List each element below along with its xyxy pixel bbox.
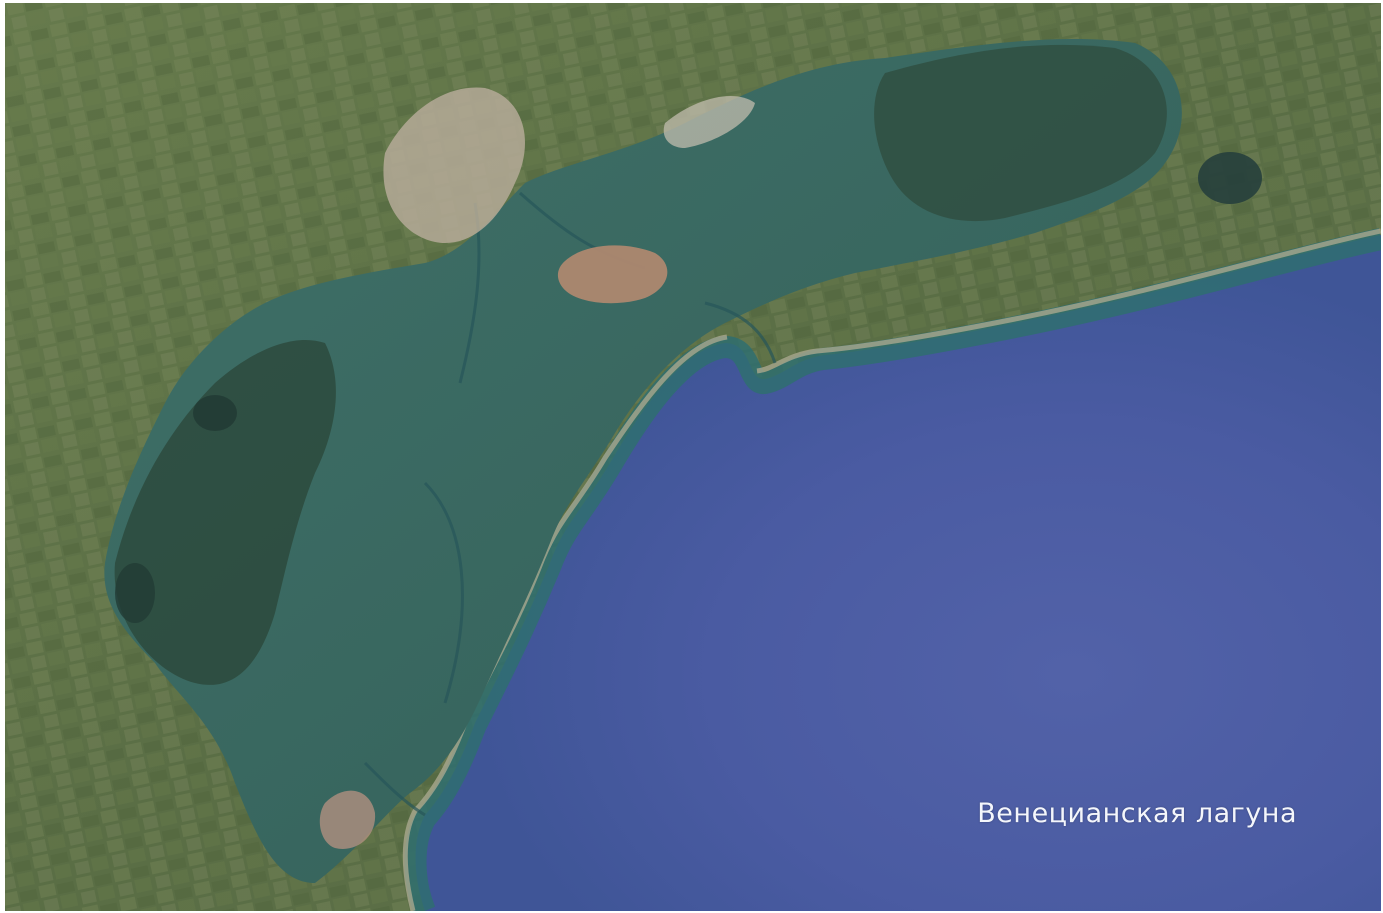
- venice-historic-center: [557, 245, 668, 304]
- mestre-urban-area: [383, 87, 525, 243]
- lagoon-channels: [363, 191, 777, 817]
- southern-marsh: [114, 339, 336, 685]
- marsh-pond: [1198, 152, 1262, 204]
- map-caption: Венецианская лагуна: [977, 798, 1297, 829]
- satellite-map: [5, 3, 1381, 911]
- coastal-shallows: [404, 228, 1381, 911]
- venetian-lagoon: [104, 38, 1182, 884]
- marsh-pond-3: [115, 563, 155, 623]
- chioggia-town: [319, 790, 376, 849]
- airport-area: [663, 95, 755, 148]
- marsh-pond-2: [193, 395, 237, 431]
- lagoon-satellite-image: [5, 3, 1381, 911]
- northern-marsh: [874, 44, 1167, 222]
